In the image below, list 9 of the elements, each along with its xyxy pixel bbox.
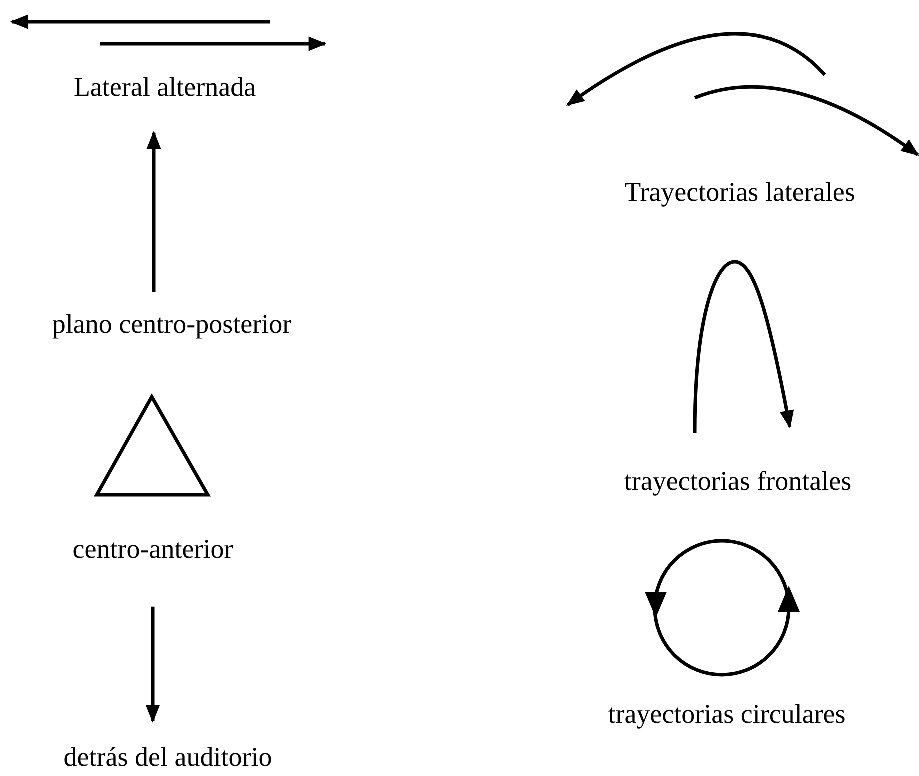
- label-text: Trayectorias laterales: [624, 176, 856, 210]
- arrow: [146, 131, 162, 292]
- node-text: Lateral alternada: [70, 71, 260, 105]
- label-text: trayectorias frontales: [623, 465, 853, 498]
- node-text: plano centro-posterior: [48, 308, 296, 342]
- node-text: centro-anterior: [68, 533, 238, 567]
- arrow: [146, 606, 160, 723]
- label-text: trayectorias circulares: [607, 698, 847, 732]
- node-text: detrás del auditorio: [60, 741, 276, 775]
